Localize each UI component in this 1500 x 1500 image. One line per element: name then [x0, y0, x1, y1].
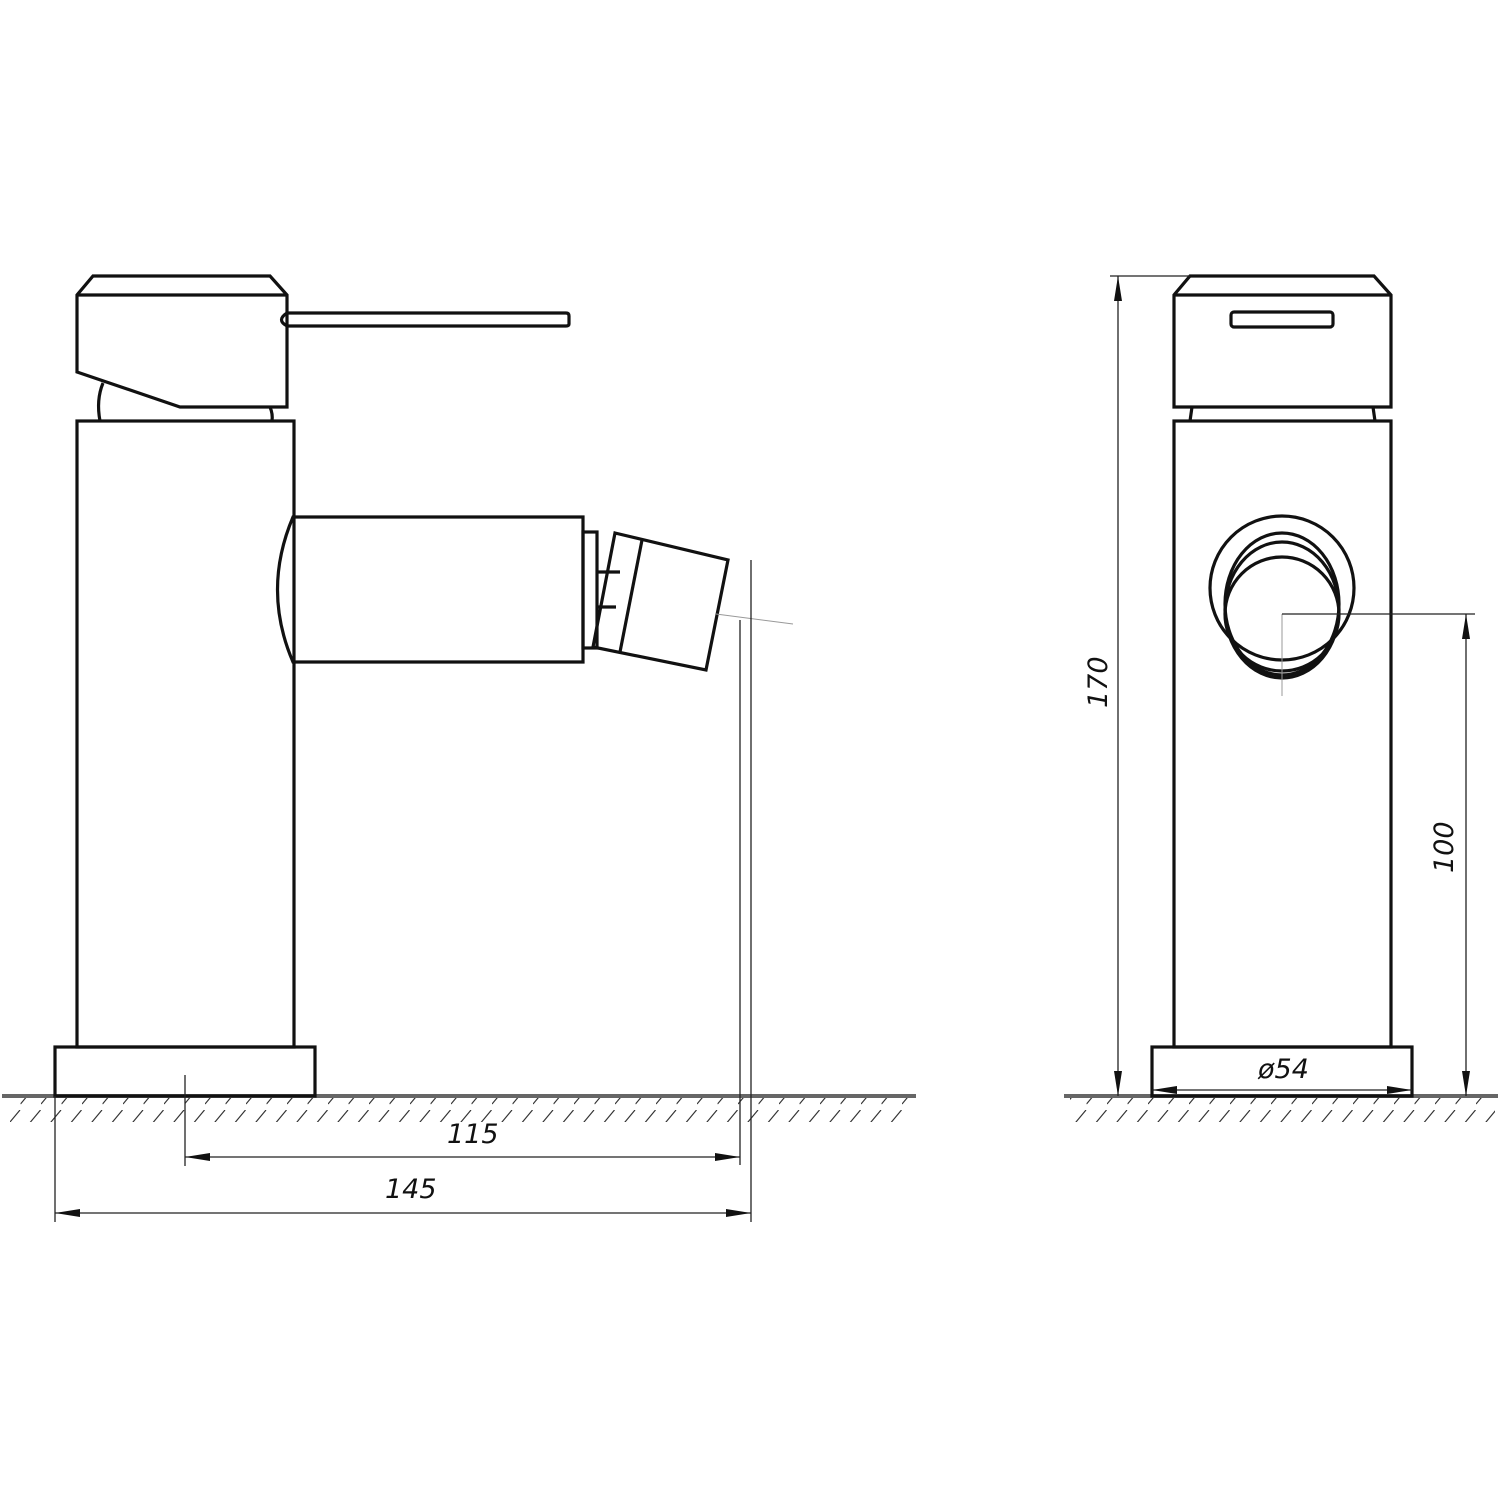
lever-slot [1229, 310, 1335, 329]
svg-text:170: 170 [1083, 656, 1114, 708]
side-view: 115 145 [2, 274, 916, 1222]
dimension-spout-height: 100 [1429, 614, 1470, 1096]
body-front [1172, 419, 1393, 1049]
svg-text:115: 115 [447, 1119, 499, 1150]
swivel-nozzle [591, 531, 730, 672]
svg-text:145: 145 [385, 1174, 437, 1205]
handle-head [75, 274, 289, 409]
nozzle-axis [715, 613, 794, 625]
front-view: 170 100 ø54 [1064, 274, 1498, 1122]
svg-text:100: 100 [1429, 821, 1460, 873]
ground-hatching [10, 1098, 910, 1122]
collar-left [96, 382, 105, 422]
handle-lever [279, 311, 571, 328]
svg-text:ø54: ø54 [1257, 1054, 1309, 1085]
spout-body [275, 515, 585, 664]
dimension-spout-reach: 115 [185, 1119, 740, 1161]
body-column [75, 419, 296, 1049]
dimension-base-diameter: ø54 [1152, 1054, 1412, 1094]
collar-right [268, 406, 274, 422]
ground-hatching-front [1070, 1098, 1495, 1122]
dimension-overall-depth: 145 [55, 1174, 751, 1217]
dimension-overall-height: 170 [1083, 275, 1190, 1096]
spout-ring [581, 530, 599, 650]
